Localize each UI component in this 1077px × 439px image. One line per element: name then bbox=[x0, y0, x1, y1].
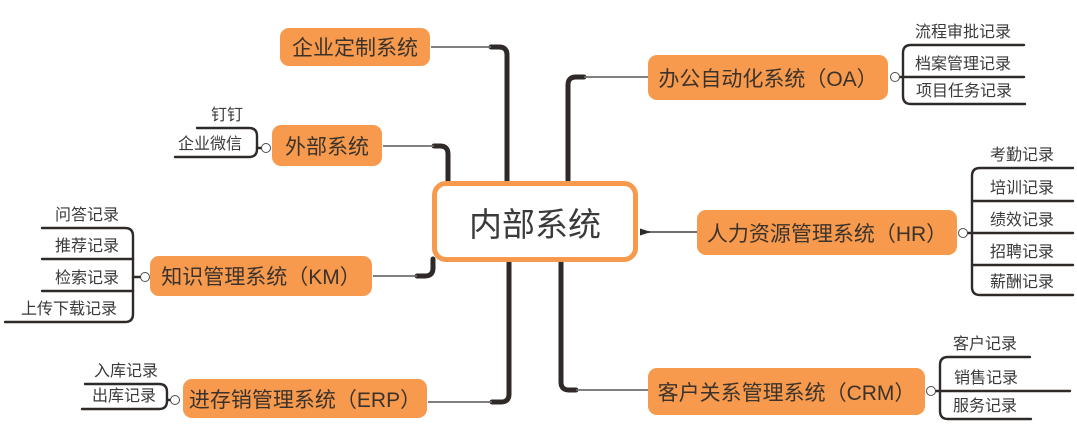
topic-label: 外部系统 bbox=[285, 135, 369, 159]
child-line-oa-3 bbox=[901, 75, 1027, 106]
subtopic-external-1[interactable]: 钉钉 bbox=[210, 107, 243, 124]
topic-hr-system[interactable]: 人力资源管理系统（HR） bbox=[697, 210, 957, 255]
collapse-toggle-hr[interactable] bbox=[958, 228, 968, 238]
topic-label: 人力资源管理系统（HR） bbox=[706, 222, 948, 246]
subtopic-erp-2[interactable]: 出库记录 bbox=[91, 388, 156, 405]
topic-label: 客户关系管理系统（CRM） bbox=[657, 381, 916, 405]
child-line-crm-3 bbox=[938, 389, 1033, 421]
subtopic-hr-5[interactable]: 薪酬记录 bbox=[989, 274, 1054, 291]
collapse-toggle-erp[interactable] bbox=[170, 395, 180, 405]
branch-line-custom bbox=[488, 44, 510, 187]
subtopic-oa-3[interactable]: 项目任务记录 bbox=[915, 83, 1012, 100]
subtopic-km-2[interactable]: 推荐记录 bbox=[54, 238, 119, 255]
branch-line-external bbox=[431, 143, 451, 187]
subtopic-hr-3[interactable]: 绩效记录 bbox=[989, 212, 1054, 229]
child-line-km-1 bbox=[40, 226, 135, 279]
topic-km-system[interactable]: 知识管理系统（KM） bbox=[150, 256, 372, 296]
subtopic-km-4[interactable]: 上传下载记录 bbox=[20, 301, 117, 318]
topic-custom-system[interactable]: 企业定制系统 bbox=[280, 28, 430, 66]
child-line-km-4 bbox=[3, 275, 135, 324]
subtopic-crm-3[interactable]: 服务记录 bbox=[952, 398, 1017, 415]
topic-label: 知识管理系统（KM） bbox=[161, 266, 361, 289]
subtopic-erp-1[interactable]: 入库记录 bbox=[93, 363, 158, 380]
root-topic-label: 内部系统 bbox=[469, 205, 601, 243]
topic-oa-system[interactable]: 办公自动化系统（OA） bbox=[648, 55, 888, 100]
child-line-erp-1 bbox=[83, 382, 169, 402]
child-line-dingding bbox=[195, 126, 259, 150]
topic-label: 进存销管理系统（ERP） bbox=[188, 388, 422, 412]
topic-label: 办公自动化系统（OA） bbox=[658, 67, 878, 91]
branch-line-oa bbox=[565, 74, 587, 187]
child-line-hr-1 bbox=[970, 166, 1075, 235]
root-topic[interactable]: 内部系统 bbox=[432, 181, 638, 262]
collapse-toggle-oa[interactable] bbox=[890, 72, 900, 82]
topic-crm-system[interactable]: 客户关系管理系统（CRM） bbox=[648, 368, 925, 415]
subtopic-oa-1[interactable]: 流程审批记录 bbox=[914, 24, 1011, 41]
subtopic-hr-4[interactable]: 招聘记录 bbox=[989, 244, 1054, 261]
collapse-toggle-km[interactable] bbox=[140, 272, 150, 282]
subtopic-oa-2[interactable]: 档案管理记录 bbox=[914, 56, 1011, 73]
child-line-oa-1 bbox=[901, 43, 1026, 79]
collapse-toggle-crm[interactable] bbox=[926, 386, 936, 396]
branch-line-crm bbox=[558, 256, 579, 393]
branch-line-erp bbox=[489, 256, 512, 405]
subtopic-km-3[interactable]: 检索记录 bbox=[54, 270, 119, 287]
branch-line-km bbox=[414, 256, 436, 279]
topic-external-system[interactable]: 外部系统 bbox=[272, 125, 382, 166]
topic-label: 企业定制系统 bbox=[292, 37, 418, 60]
collapse-toggle-external[interactable] bbox=[261, 143, 271, 153]
topic-erp-system[interactable]: 进存销管理系统（ERP） bbox=[183, 379, 427, 418]
subtopic-crm-2[interactable]: 销售记录 bbox=[953, 370, 1018, 387]
subtopic-crm-1[interactable]: 客户记录 bbox=[952, 336, 1017, 353]
child-line-crm-1 bbox=[938, 355, 1032, 393]
child-line-hr-5 bbox=[970, 231, 1075, 297]
subtopic-hr-2[interactable]: 培训记录 bbox=[989, 180, 1054, 197]
subtopic-hr-1[interactable]: 考勤记录 bbox=[989, 147, 1054, 164]
link-taper-hr bbox=[640, 228, 651, 236]
subtopic-km-1[interactable]: 问答记录 bbox=[54, 207, 119, 224]
subtopic-external-2[interactable]: 企业微信 bbox=[177, 136, 242, 153]
